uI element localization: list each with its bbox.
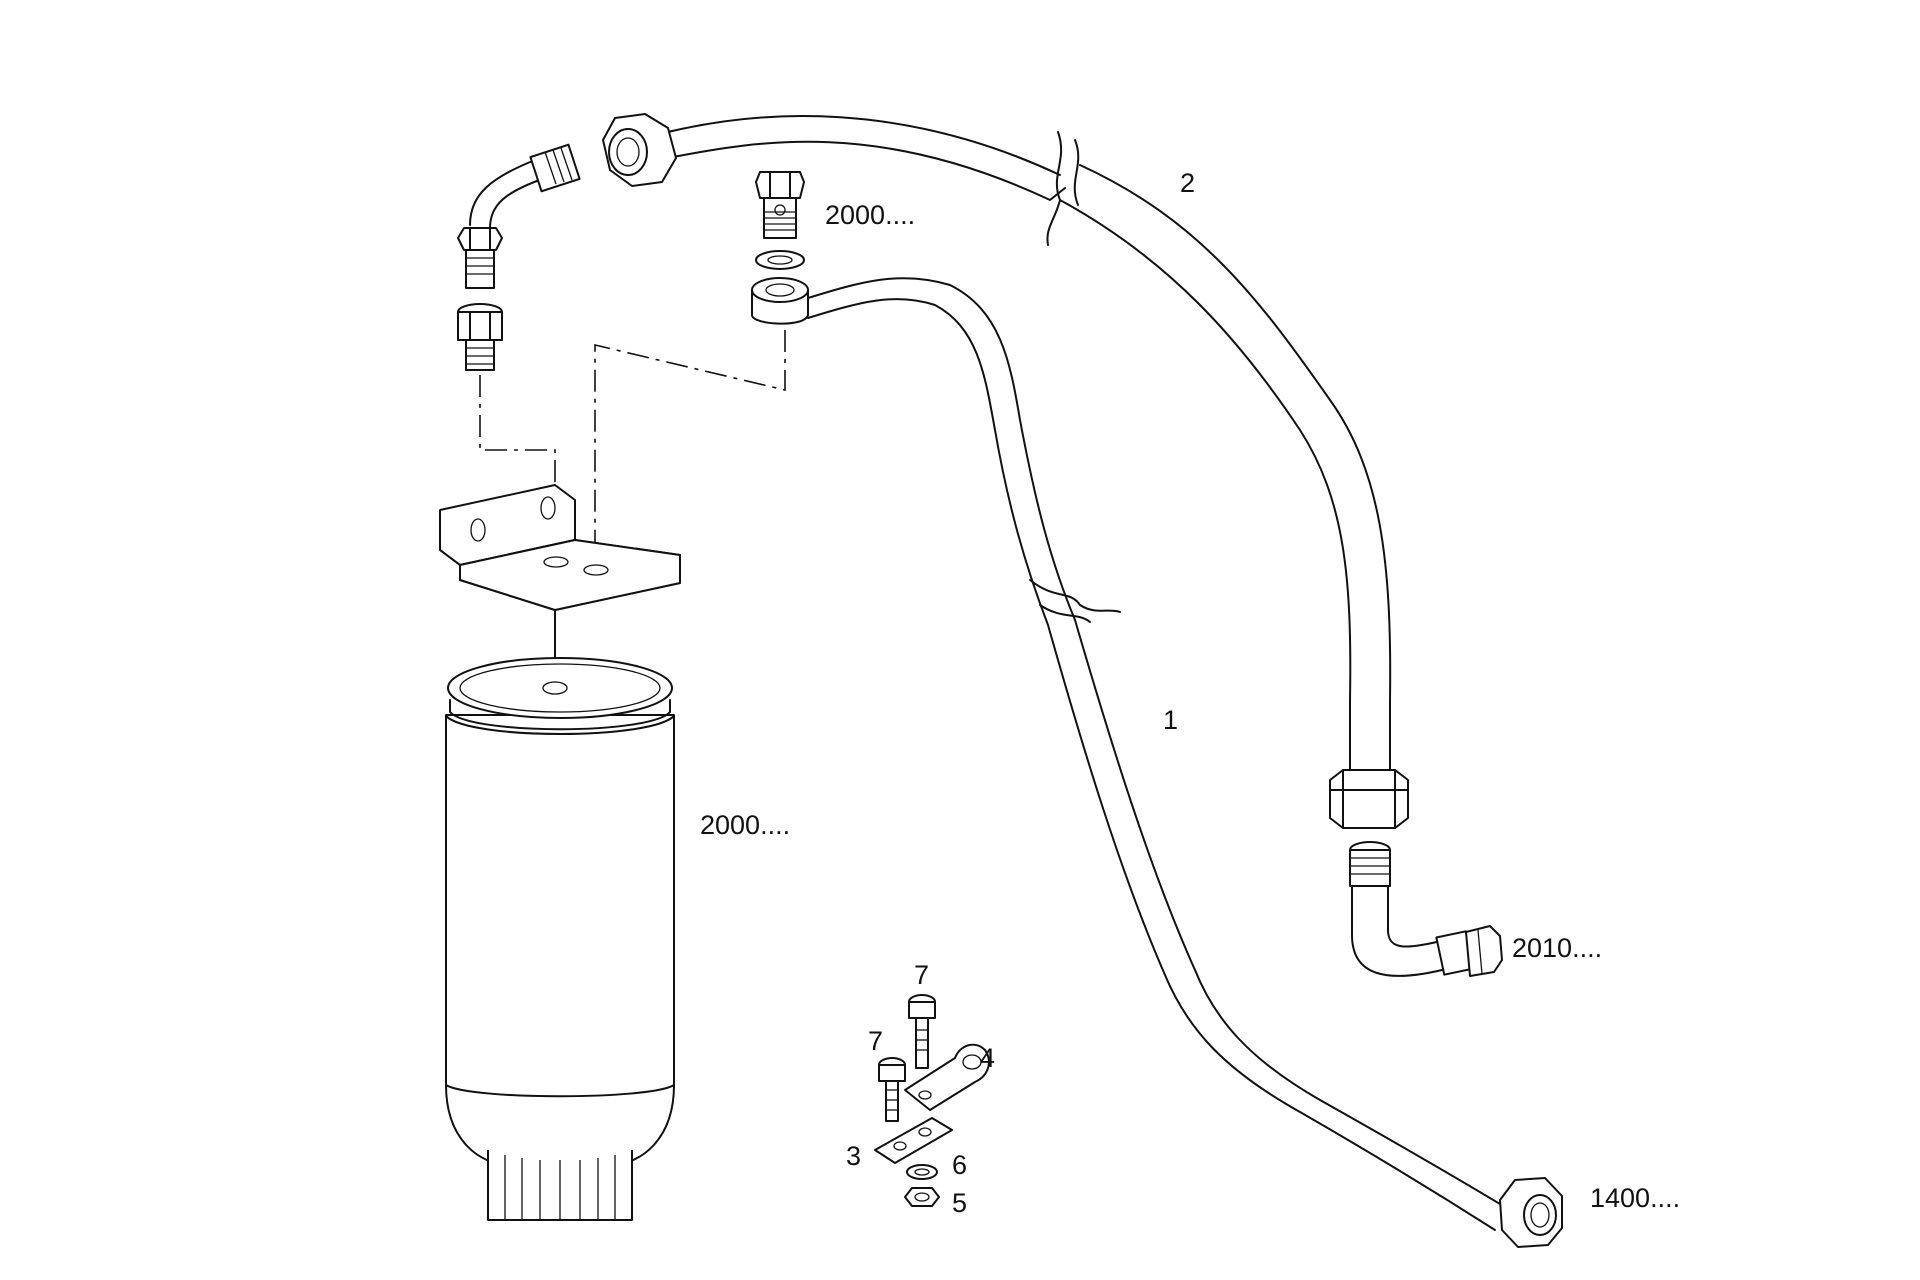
- fuel-filter-canister: [445, 657, 675, 1221]
- clamp-plate: [874, 1117, 953, 1164]
- banjo-washer: [755, 250, 805, 270]
- pipe-2-lower-nut: [1329, 769, 1409, 829]
- pipe-clamp: [904, 1043, 990, 1111]
- bolt-upper: [908, 994, 936, 1069]
- label-bolt-lower: 7: [868, 1026, 884, 1056]
- label-bolt-upper: 7: [914, 960, 930, 990]
- label-washer: 6: [952, 1150, 968, 1180]
- pipe-1: [751, 277, 1563, 1248]
- label-clamp: 4: [980, 1043, 996, 1073]
- label-plate: 3: [846, 1141, 862, 1171]
- clamp-hardware: [874, 994, 990, 1207]
- bolt-lower: [878, 1057, 906, 1122]
- label-banjo-bolt-ref: 2000....: [825, 200, 916, 230]
- banjo-bolt: [755, 171, 805, 239]
- clamp-washer: [906, 1164, 938, 1180]
- clamp-nut: [904, 1187, 940, 1207]
- pipe-1-end-nut: [1499, 1177, 1563, 1248]
- label-nut: 5: [952, 1188, 968, 1218]
- label-filter-ref: 2000....: [700, 810, 791, 840]
- label-elbow-ref: 2010....: [1512, 933, 1603, 963]
- banjo-eye: [751, 277, 809, 325]
- pipe-2: [602, 113, 1409, 829]
- label-part-2: 2: [1180, 168, 1196, 198]
- label-part-1: 1: [1163, 705, 1179, 735]
- adapter-fitting: [457, 303, 503, 371]
- mounting-bracket: [439, 484, 681, 611]
- elbow-fitting-lower: [1349, 841, 1503, 977]
- label-pipe-end-ref: 1400....: [1590, 1183, 1681, 1213]
- elbow-fitting-upper: [457, 143, 581, 289]
